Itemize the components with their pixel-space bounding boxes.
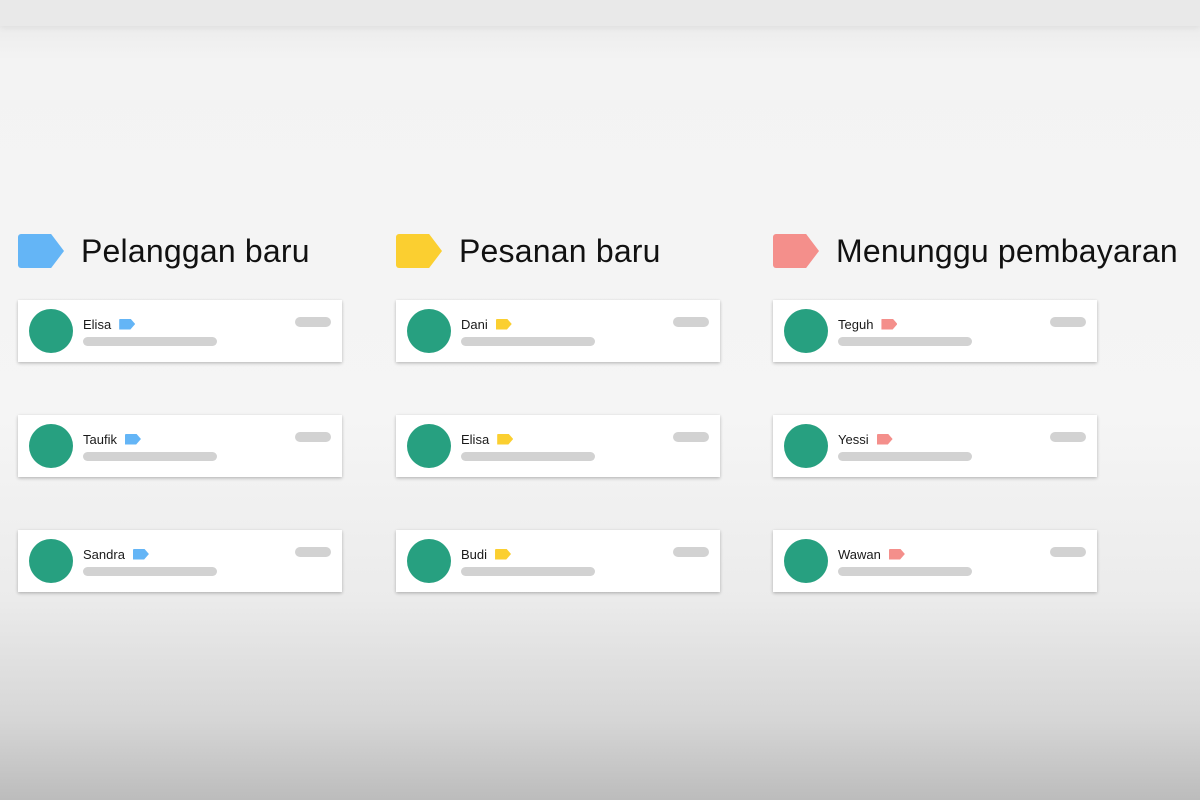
label-tag-icon [18, 234, 64, 268]
label-tag-icon [876, 433, 893, 445]
time-placeholder [295, 432, 331, 442]
label-tag-icon [396, 234, 442, 268]
message-preview-placeholder [83, 337, 217, 346]
contact-name: Elisa [83, 316, 112, 332]
label-tag-icon [119, 318, 136, 330]
chat-card[interactable]: Dani [396, 300, 720, 362]
message-preview-placeholder [461, 567, 595, 576]
time-placeholder [295, 317, 331, 327]
label-tag-icon [495, 318, 512, 330]
label-tag-icon [495, 548, 512, 560]
contact-name: Elisa [461, 431, 490, 447]
column-pelanggan-baru: Pelanggan baru Elisa Taufik Sandra [18, 0, 378, 800]
column-pesanan-baru: Pesanan baru Dani Elisa Budi [396, 0, 756, 800]
column-header: Menunggu pembayaran [773, 228, 1178, 274]
label-tag-icon [773, 234, 819, 268]
time-placeholder [1050, 547, 1086, 557]
chat-card[interactable]: Taufik [18, 415, 342, 477]
message-preview-placeholder [461, 452, 595, 461]
chat-card[interactable]: Yessi [773, 415, 1097, 477]
time-placeholder [673, 317, 709, 327]
contact-name: Budi [461, 546, 488, 562]
column-title: Pelanggan baru [81, 232, 310, 269]
label-tag-icon [881, 318, 898, 330]
contact-name: Sandra [83, 546, 125, 562]
message-preview-placeholder [83, 452, 217, 461]
avatar [29, 424, 73, 468]
column-menunggu-pembayaran: Menunggu pembayaran Teguh Yessi Wawan [773, 0, 1193, 800]
chat-card[interactable]: Wawan [773, 530, 1097, 592]
contact-name: Taufik [83, 431, 117, 447]
label-tag-icon [888, 548, 905, 560]
avatar [29, 309, 73, 353]
top-band [0, 0, 1200, 26]
time-placeholder [673, 432, 709, 442]
label-tag-icon [497, 433, 514, 445]
avatar [784, 539, 828, 583]
column-header: Pesanan baru [396, 228, 661, 274]
avatar [407, 424, 451, 468]
message-preview-placeholder [838, 452, 972, 461]
time-placeholder [1050, 317, 1086, 327]
chat-card[interactable]: Budi [396, 530, 720, 592]
contact-name: Wawan [838, 546, 881, 562]
contact-name: Teguh [838, 316, 874, 332]
contact-name: Yessi [838, 431, 869, 447]
column-title: Menunggu pembayaran [836, 232, 1178, 269]
message-preview-placeholder [461, 337, 595, 346]
avatar [29, 539, 73, 583]
avatar [784, 309, 828, 353]
label-tag-icon [132, 548, 149, 560]
avatar [784, 424, 828, 468]
message-preview-placeholder [838, 337, 972, 346]
column-header: Pelanggan baru [18, 228, 310, 274]
contact-name: Dani [461, 316, 488, 332]
column-title: Pesanan baru [459, 232, 661, 269]
chat-card[interactable]: Teguh [773, 300, 1097, 362]
message-preview-placeholder [838, 567, 972, 576]
chat-card[interactable]: Sandra [18, 530, 342, 592]
message-preview-placeholder [83, 567, 217, 576]
label-tag-icon [124, 433, 141, 445]
time-placeholder [673, 547, 709, 557]
avatar [407, 539, 451, 583]
avatar [407, 309, 451, 353]
chat-card[interactable]: Elisa [396, 415, 720, 477]
time-placeholder [1050, 432, 1086, 442]
chat-card[interactable]: Elisa [18, 300, 342, 362]
time-placeholder [295, 547, 331, 557]
